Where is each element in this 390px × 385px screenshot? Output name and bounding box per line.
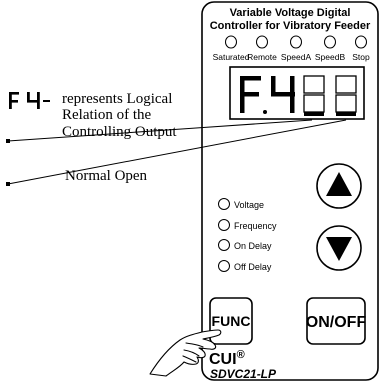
display-underscore-3 xyxy=(304,112,324,116)
code-annotation-line3: Controlling Output xyxy=(62,124,177,140)
func-button-label: FUNC xyxy=(212,313,251,329)
remote-led-label: Remote xyxy=(247,52,277,62)
voltage-led-label: Voltage xyxy=(234,200,264,210)
off-delay-led xyxy=(219,261,230,272)
code-glyph-f4 xyxy=(9,92,50,109)
brand-name: CUI xyxy=(209,351,237,368)
stop-led xyxy=(356,36,367,48)
off-delay-led-label: Off Delay xyxy=(234,262,272,272)
on-delay-led-label: On Delay xyxy=(234,241,272,251)
stop-led-label: Stop xyxy=(352,52,370,62)
speedb-led-label: SpeedB xyxy=(315,52,346,62)
speeda-led-label: SpeedA xyxy=(281,52,312,62)
saturated-led xyxy=(226,36,237,48)
frequency-led-label: Frequency xyxy=(234,221,277,231)
panel-title-line2: Controller for Vibratory Feeder xyxy=(210,20,371,32)
leader-dot-digit3 xyxy=(6,139,10,143)
speeda-led xyxy=(291,36,302,48)
voltage-led xyxy=(219,199,230,210)
display-underscore-4 xyxy=(336,112,356,116)
model-number: SDVC21-LP xyxy=(210,367,277,381)
on-delay-led xyxy=(219,240,230,251)
code-annotation-line1: represents Logical xyxy=(62,91,172,107)
panel-title-line1: Variable Voltage Digital xyxy=(230,7,351,19)
remote-led xyxy=(257,36,268,48)
saturated-led-label: Saturated xyxy=(213,52,250,62)
code-annotation-line2: Relation of the xyxy=(62,107,151,123)
leader-dot-digit4 xyxy=(6,182,10,186)
brand-mark: ® xyxy=(237,349,245,361)
onoff-button-label: ON/OFF xyxy=(306,314,367,331)
frequency-led xyxy=(219,220,230,231)
speedb-led xyxy=(325,36,336,48)
